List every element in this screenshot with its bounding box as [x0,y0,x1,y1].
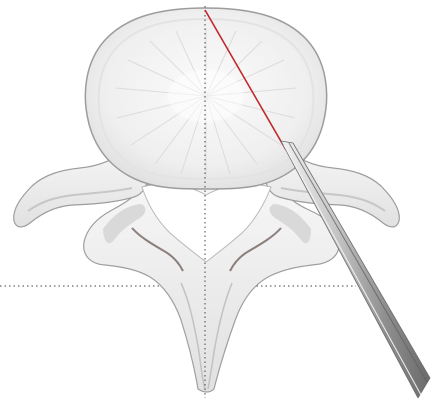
vertebral-body [85,8,326,189]
